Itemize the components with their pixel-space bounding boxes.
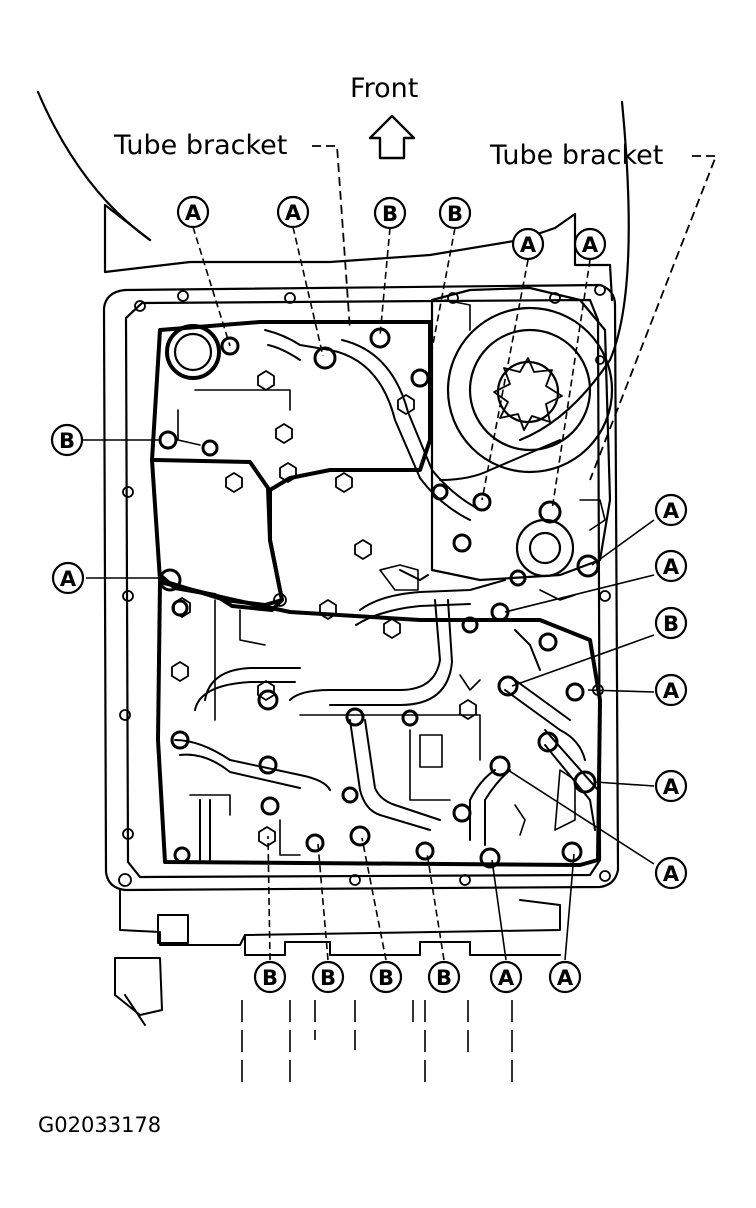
front-arrow-icon [368, 114, 416, 160]
callout-a-bottom-1: A [489, 960, 523, 994]
callout-label: B [436, 966, 452, 990]
pump-mid-ring [468, 328, 592, 452]
callout-b-bottom-2: B [311, 960, 345, 994]
callout-label: A [663, 775, 680, 799]
callout-label: A [663, 679, 680, 703]
callout-b-top-1: B [373, 196, 407, 230]
callout-a-right-4: A [654, 769, 688, 803]
gasket-outer-outline [102, 283, 620, 892]
gasket-inner-outline [124, 298, 602, 879]
callout-a-top-4: A [573, 227, 607, 261]
valve-body-details [177, 299, 606, 856]
callout-b-right: B [654, 606, 688, 640]
right-housing-outline [430, 286, 612, 582]
callout-label: B [320, 966, 336, 990]
callout-label: B [262, 966, 278, 990]
gasket-bolt-holes [118, 284, 611, 887]
callout-label: A [663, 555, 680, 579]
lower-bracket-outline [114, 889, 561, 1026]
callout-a-right-3: A [654, 673, 688, 707]
tube-bracket-leaders [312, 145, 718, 481]
callout-b-top-2: B [438, 196, 472, 230]
upper-valve-body-outline [150, 320, 432, 607]
oil-tubes [174, 329, 599, 861]
hex-bolts [171, 370, 477, 847]
callout-label: A [520, 233, 537, 257]
callout-b-left: B [50, 423, 84, 457]
callout-label: A [60, 567, 77, 591]
pump-outer-ring [446, 306, 614, 474]
callout-label: A [582, 233, 599, 257]
callout-b-bottom-4: B [427, 960, 461, 994]
callout-label: B [382, 202, 398, 226]
callout-label: A [663, 499, 680, 523]
callout-label: B [59, 429, 75, 453]
callout-a-top-3: A [511, 227, 545, 261]
callout-a-bottom-2: A [548, 960, 582, 994]
callout-a-top-2: A [276, 195, 310, 229]
valve-bore-large-inner [173, 332, 213, 372]
pump-gear-teeth [493, 357, 563, 431]
accumulator-outer [515, 518, 575, 578]
callout-b-bottom-1: B [253, 960, 287, 994]
callout-label: A [663, 862, 680, 886]
callout-leaders [82, 226, 655, 961]
callout-label: A [185, 201, 202, 225]
callout-a-right-5: A [654, 856, 688, 890]
case-outline-curve-left [36, 90, 152, 242]
callout-a-right-2: A [654, 549, 688, 583]
callout-label: A [557, 966, 574, 990]
callout-a-left: A [51, 561, 85, 595]
round-bolts [158, 327, 600, 869]
accumulator-inner [528, 531, 562, 565]
callout-label: A [285, 201, 302, 225]
case-upper-outline [103, 203, 614, 302]
callout-label: B [378, 966, 394, 990]
callout-b-bottom-3: B [369, 960, 403, 994]
lower-dashed-lines [241, 1000, 513, 1088]
callout-label: A [498, 966, 515, 990]
front-direction-label: Front [350, 73, 419, 104]
callout-a-right-1: A [654, 493, 688, 527]
tube-bracket-label-right: Tube bracket [490, 140, 664, 171]
valve-bore-large [165, 324, 221, 380]
callout-label: B [663, 612, 679, 636]
lower-valve-body-outline [156, 580, 602, 867]
figure-id: G02033178 [38, 1113, 162, 1137]
tube-bracket-label-left: Tube bracket [114, 130, 288, 161]
callout-label: B [447, 202, 463, 226]
callout-a-top-1: A [176, 195, 210, 229]
